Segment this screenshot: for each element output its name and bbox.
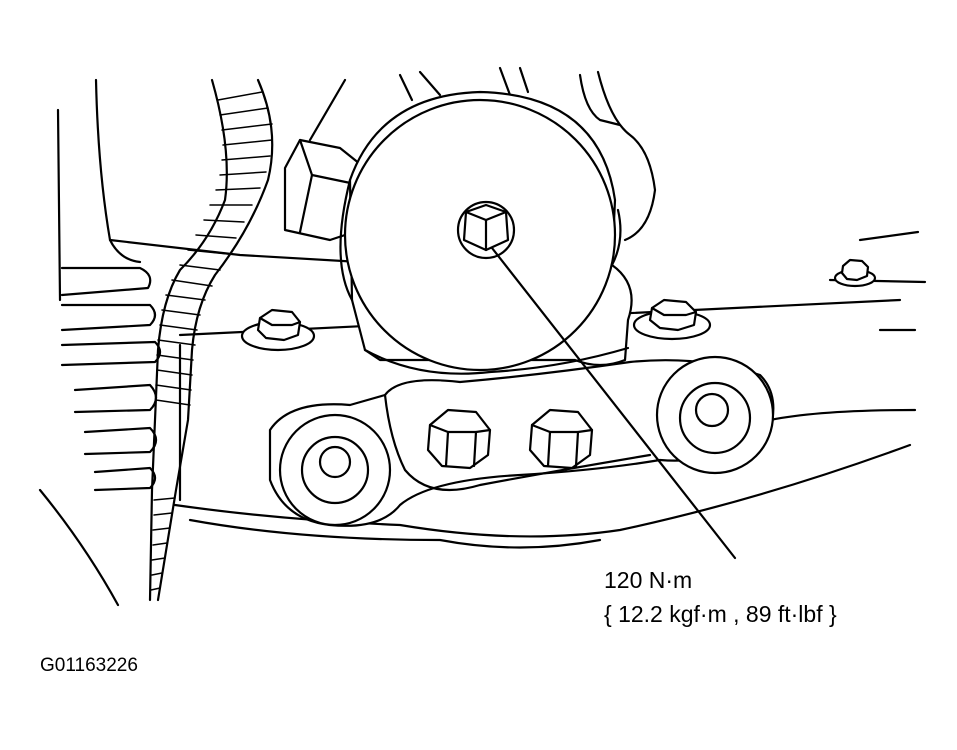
left-bushing [278,413,392,527]
center-mount-bolt [456,200,516,260]
cooling-fins [60,266,162,492]
torque-value: 120 N·m [604,567,693,593]
bracket-bolt-right [528,408,594,470]
right-bushing [655,355,775,475]
bracket-bolt-left [426,408,492,470]
upper-left-bracket [283,138,367,242]
figure-id: G01163226 [40,655,138,676]
left-housing [38,78,142,607]
corrugated-hose [148,78,274,602]
torque-alternate-units: { 12.2 kgf·m , 89 ft·lbf } [604,601,837,627]
subframe-bolt-far-right [833,258,877,288]
flange-bolt-left [240,308,316,352]
flange-bolt-right [632,298,712,341]
torque-leader-line [490,246,737,560]
upper-structure [108,66,657,264]
